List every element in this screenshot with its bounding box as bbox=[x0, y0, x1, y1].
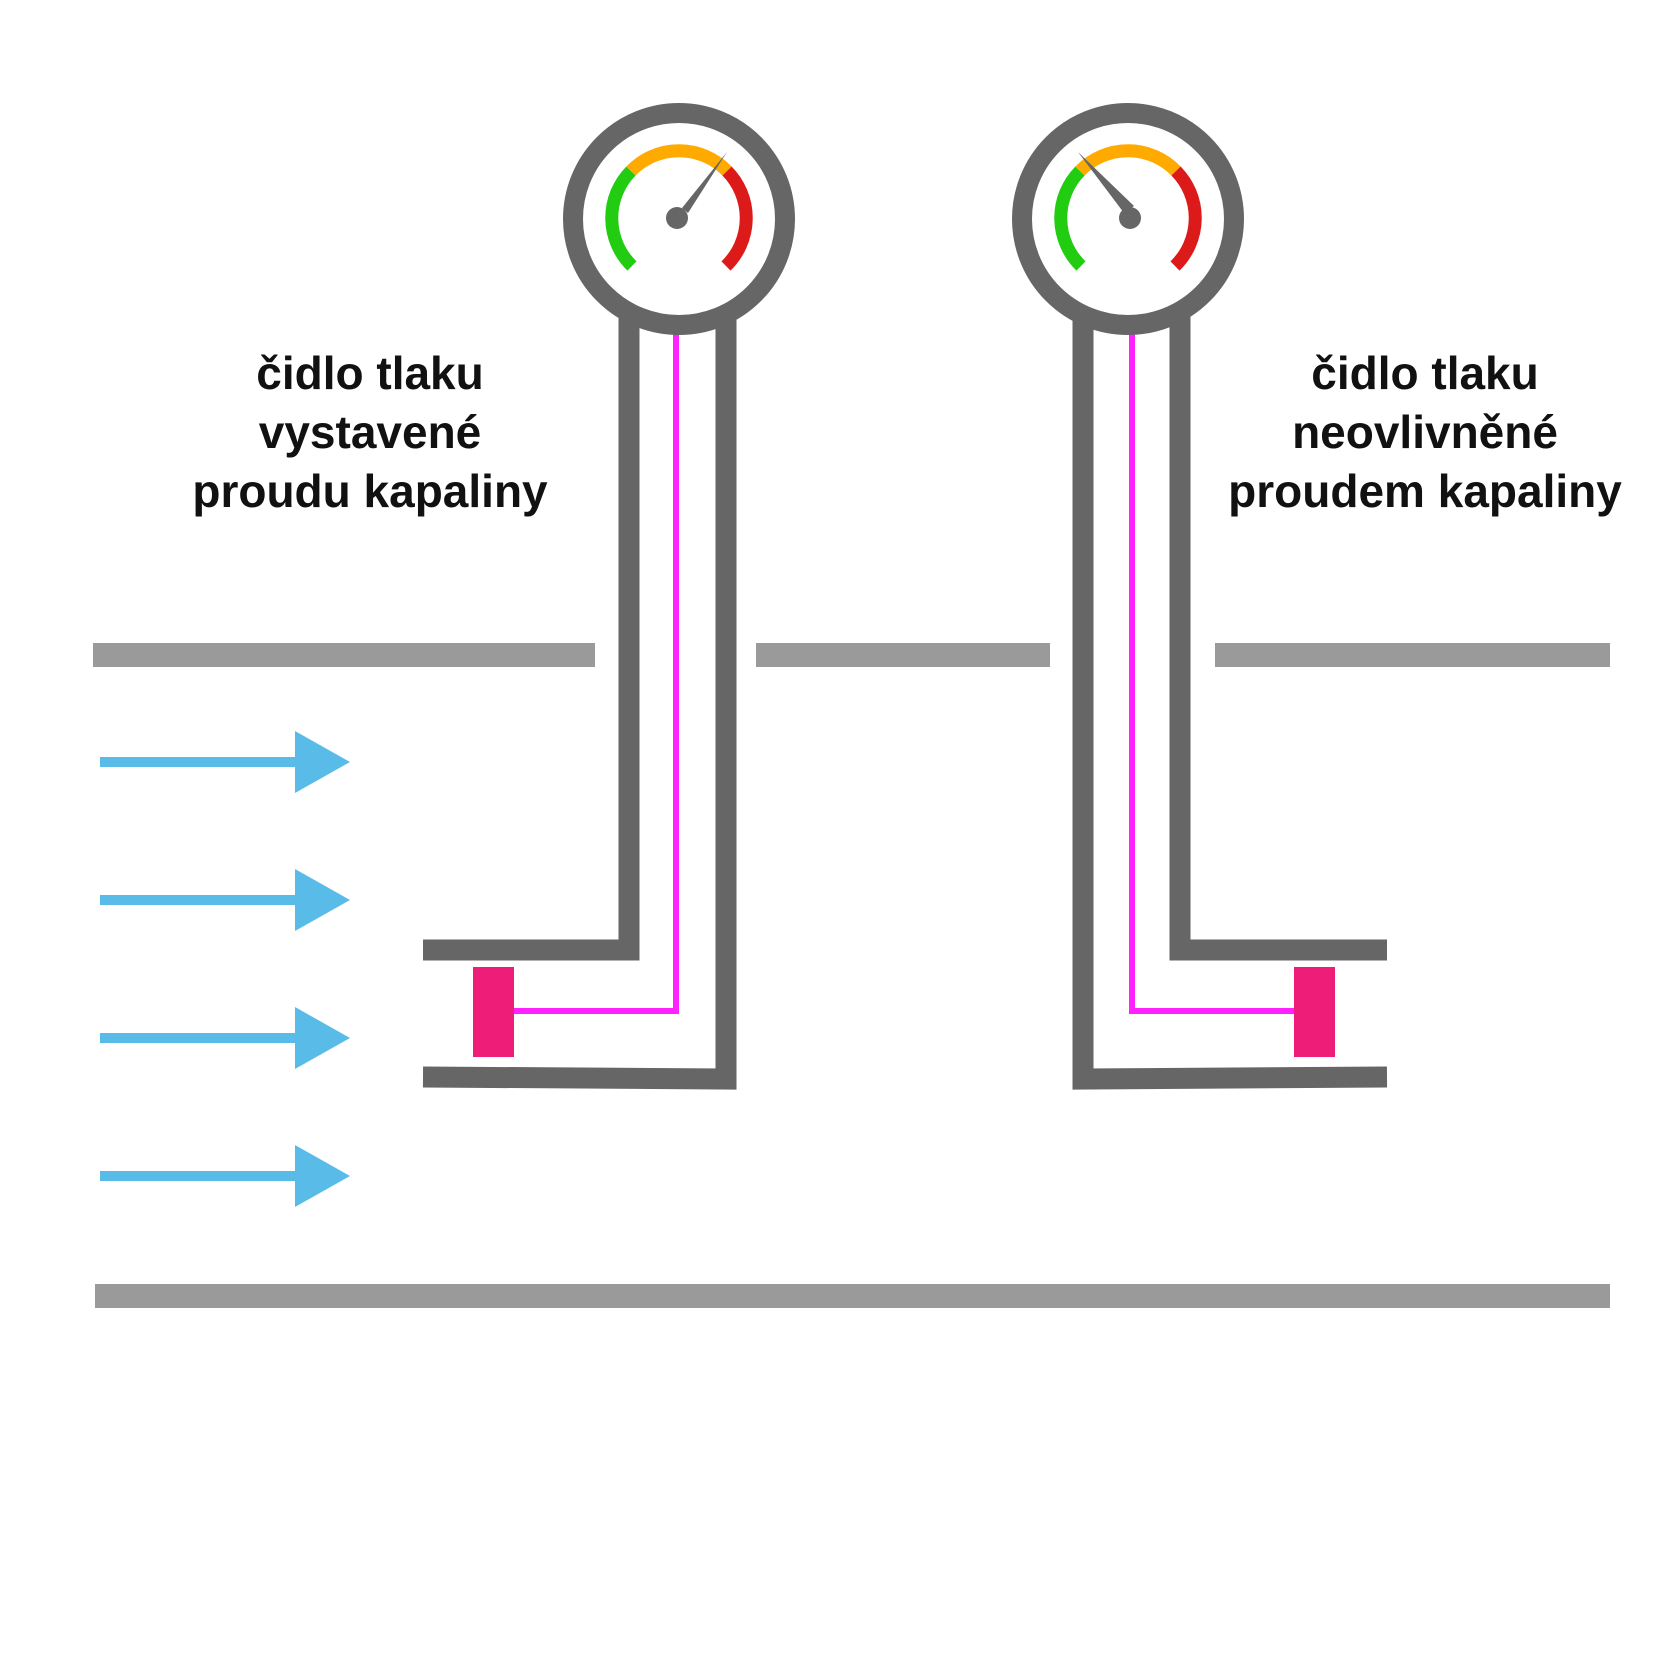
left-gauge-scale-mid bbox=[626, 144, 732, 176]
left-gauge-hub bbox=[666, 207, 688, 229]
left-sensor-label-line: čidlo tlaku bbox=[256, 347, 484, 399]
flow-arrow bbox=[100, 731, 350, 793]
flow-arrow bbox=[100, 869, 350, 931]
right-sensor-label: čidlo tlaku neovlivněné proudem kapaliny bbox=[1190, 344, 1660, 521]
right-sensor-label-line: čidlo tlaku bbox=[1311, 347, 1539, 399]
right-gauge-scale-mid bbox=[1075, 144, 1181, 176]
right-probe-tube bbox=[1072, 313, 1388, 1090]
left-probe bbox=[422, 103, 795, 1090]
left-gauge bbox=[563, 103, 795, 335]
left-probe-tube bbox=[422, 313, 737, 1090]
right-gauge-scale-high bbox=[1170, 166, 1202, 271]
left-sensor-label-line: proudu kapaliny bbox=[192, 465, 548, 517]
right-sensor-label-line: proudem kapaliny bbox=[1228, 465, 1622, 517]
left-gauge-scale-low bbox=[605, 166, 637, 271]
left-pressure-sensor bbox=[473, 967, 514, 1057]
left-sensor-label: čidlo tlaku vystavené proudu kapaliny bbox=[150, 344, 590, 521]
left-signal-wire bbox=[512, 330, 679, 1014]
flow-arrows bbox=[100, 731, 350, 1207]
flow-arrow bbox=[100, 1145, 350, 1207]
pipe bbox=[93, 643, 1610, 1308]
left-sensor-label-line: vystavené bbox=[258, 406, 482, 458]
right-gauge-needle bbox=[1078, 152, 1134, 213]
right-pressure-sensor bbox=[1294, 967, 1335, 1057]
left-gauge-needle bbox=[682, 152, 727, 213]
right-gauge-hub bbox=[1119, 207, 1141, 229]
right-gauge bbox=[1012, 103, 1244, 335]
flow-arrow bbox=[100, 1007, 350, 1069]
right-signal-wire bbox=[1129, 330, 1298, 1014]
right-probe bbox=[1012, 103, 1388, 1090]
right-gauge-scale-low bbox=[1054, 166, 1086, 271]
left-gauge-scale-high bbox=[721, 166, 753, 271]
right-sensor-label-line: neovlivněné bbox=[1292, 406, 1558, 458]
